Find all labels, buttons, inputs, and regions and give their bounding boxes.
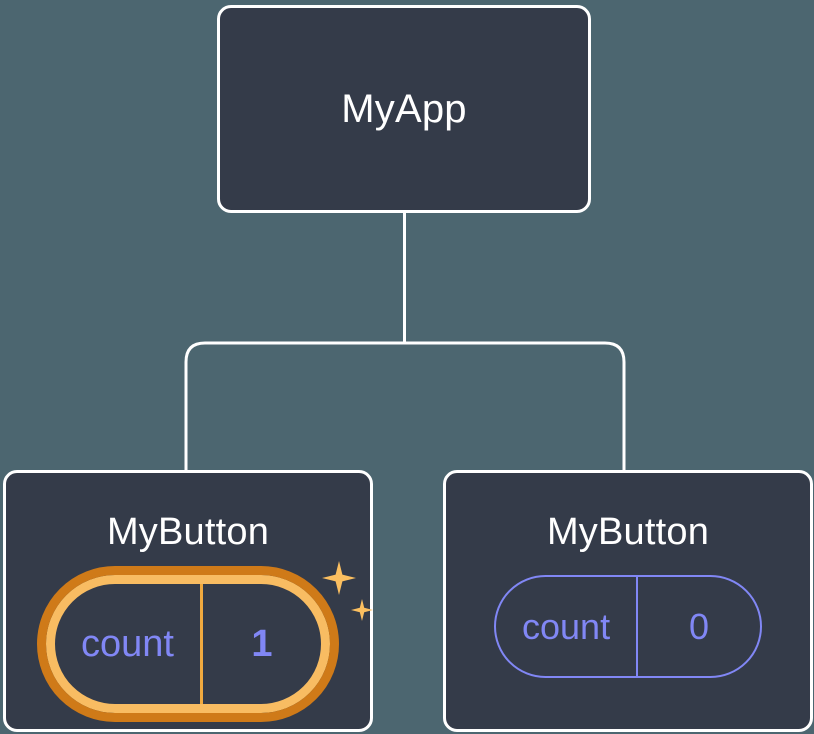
node-mybutton-right-label: MyButton bbox=[546, 511, 710, 553]
state-pill-right-value: 0 bbox=[689, 605, 710, 647]
state-pill-left-name: count bbox=[81, 623, 174, 665]
node-myapp-label: MyApp bbox=[341, 87, 467, 131]
node-mybutton-left[interactable]: MyButton count 1 bbox=[3, 470, 373, 732]
sparkle-large-icon bbox=[322, 561, 356, 595]
state-pill-left-divider bbox=[199, 584, 203, 704]
node-mybutton-right[interactable]: MyButton count 0 bbox=[443, 470, 813, 732]
state-pill-right-divider bbox=[636, 577, 639, 676]
connector-rail bbox=[184, 341, 626, 473]
node-myapp[interactable]: MyApp bbox=[217, 5, 591, 213]
state-pill-left-wrap: count 1 bbox=[37, 561, 373, 722]
state-pill-count-highlighted[interactable]: count 1 bbox=[37, 566, 339, 722]
state-pill-right-wrap: count 0 bbox=[494, 575, 762, 678]
state-pill-left-value: 1 bbox=[251, 623, 273, 665]
state-pill-count-plain[interactable]: count 0 bbox=[494, 575, 762, 678]
state-pill-right-name: count bbox=[522, 605, 611, 647]
sparkle-small-icon bbox=[351, 599, 373, 621]
node-mybutton-left-label: MyButton bbox=[106, 511, 270, 553]
